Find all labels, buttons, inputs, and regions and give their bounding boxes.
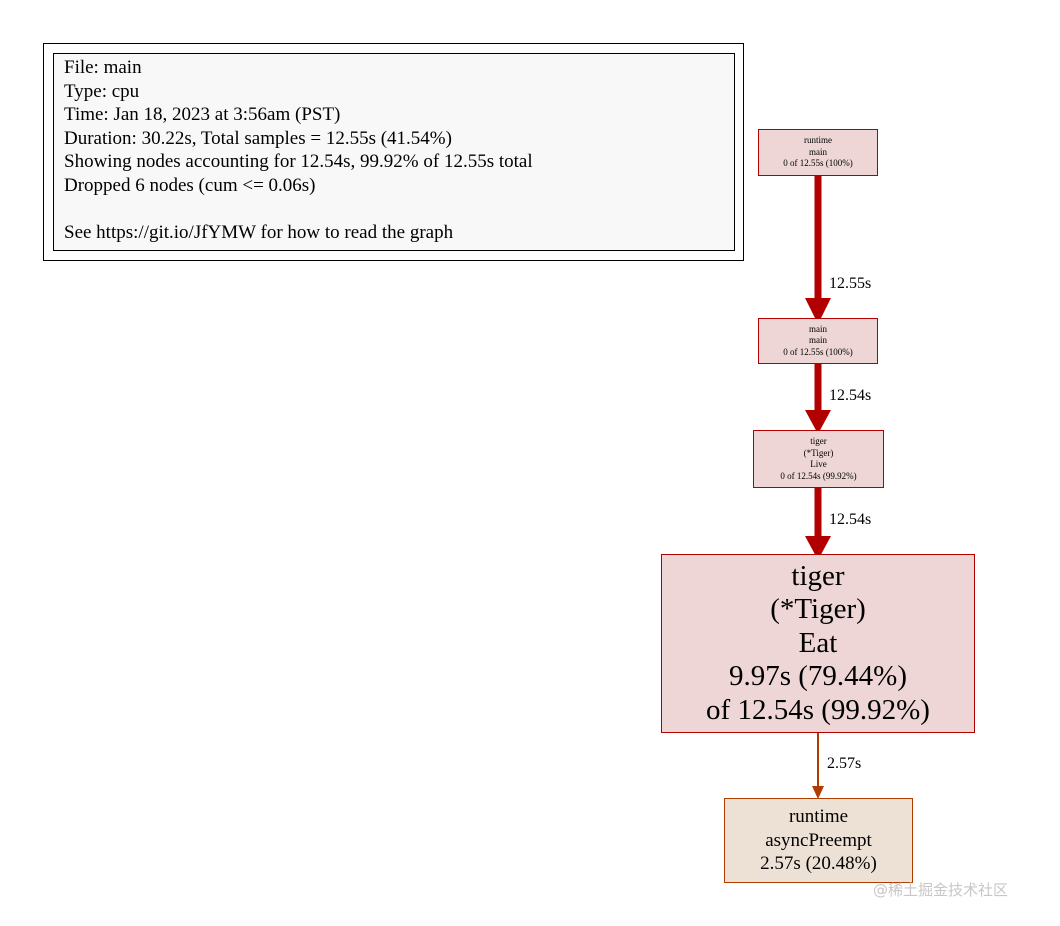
edge-label-main-main-to-tiger-live: 12.54s	[829, 387, 872, 404]
node-function: asyncPreempt	[765, 829, 872, 851]
edge-label-tiger-eat-to-asyncpreempt: 2.57s	[827, 755, 862, 772]
legend-dropped: Dropped 6 nodes (cum <= 0.06s)	[64, 174, 316, 196]
node-runtime-main[interactable]: runtime main 0 of 12.55s (100%)	[758, 129, 878, 176]
node-function: main	[809, 335, 827, 346]
node-receiver: (*Tiger)	[803, 447, 834, 458]
node-tiger-eat[interactable]: tiger (*Tiger) Eat 9.97s (79.44%) of 12.…	[661, 554, 975, 733]
edge-label-runtime-main-to-main-main: 12.55s	[829, 275, 872, 292]
node-function: Eat	[798, 626, 838, 659]
edge-arrowhead	[805, 410, 831, 434]
node-main-main[interactable]: main main 0 of 12.55s (100%)	[758, 318, 878, 364]
node-package: runtime	[788, 806, 849, 828]
edge-label-tiger-live-to-tiger-eat: 12.54s	[829, 511, 872, 528]
edge-arrowhead	[805, 298, 831, 324]
legend-box: File: main Type: cpu Time: Jan 18, 2023 …	[43, 43, 744, 261]
edge-arrowhead	[805, 536, 831, 560]
node-function: main	[809, 146, 827, 157]
node-package: tiger	[791, 559, 845, 592]
node-function: Live	[810, 459, 827, 469]
legend-content: File: main Type: cpu Time: Jan 18, 2023 …	[53, 53, 735, 251]
watermark: @稀土掘金技术社区	[873, 881, 1009, 899]
edge-arrowhead	[812, 786, 824, 799]
node-stats: 0 of 12.54s (99.92%)	[780, 470, 857, 481]
node-package: runtime	[804, 135, 832, 146]
legend-file: File: main	[64, 57, 142, 78]
node-runtime-asyncpreempt[interactable]: runtime asyncPreempt 2.57s (20.48%)	[724, 798, 913, 883]
node-package: main	[809, 323, 827, 334]
legend-duration: Duration: 30.22s, Total samples = 12.55s…	[64, 127, 452, 149]
node-cum-stats: of 12.54s (99.92%)	[706, 693, 930, 726]
node-stats: 0 of 12.55s (100%)	[783, 158, 853, 169]
node-stats: 2.57s (20.48%)	[760, 853, 877, 875]
node-receiver: (*Tiger)	[770, 593, 866, 626]
legend-help-link[interactable]: See https://git.io/JfYMW for how to read…	[64, 222, 454, 244]
legend-time: Time: Jan 18, 2023 at 3:56am (PST)	[64, 104, 341, 126]
node-flat-stats: 9.97s (79.44%)	[728, 660, 907, 693]
legend-type: Type: cpu	[64, 80, 140, 102]
node-stats: 0 of 12.55s (100%)	[783, 346, 853, 357]
node-tiger-live[interactable]: tiger (*Tiger) Live 0 of 12.54s (99.92%)	[753, 430, 884, 488]
legend-showing: Showing nodes accounting for 12.54s, 99.…	[64, 151, 533, 173]
node-package: tiger	[810, 436, 827, 446]
